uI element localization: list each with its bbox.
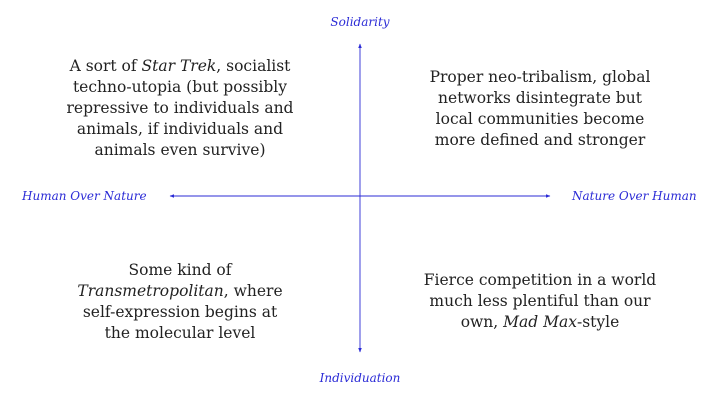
axis-label-bottom: Individuation (319, 371, 401, 385)
title-reference: Mad Max (503, 313, 577, 331)
title-reference: Transmetropolitan (77, 282, 224, 300)
quadrant-bottom-right: Fierce competition in a world much less … (420, 270, 660, 333)
quadrant-bottom-left: Some kind of Transmetropolitan, where se… (70, 260, 290, 344)
text-segment: -style (576, 313, 620, 331)
axis-label-top: Solidarity (330, 15, 390, 29)
axis-label-right: Nature Over Human (572, 189, 697, 203)
axis-label-left: Human Over Nature (22, 189, 147, 203)
text-segment: Fierce competition in a world much less … (423, 271, 657, 331)
text-segment: A sort of (69, 57, 142, 75)
title-reference: Star Trek (141, 57, 217, 75)
quadrant-top-left: A sort of Star Trek, socialist techno-ut… (60, 56, 300, 161)
text-segment: Proper neo-tribalism, global networks di… (429, 68, 651, 149)
text-segment: , socialist techno-utopia (but possibly … (66, 57, 294, 159)
text-segment: Some kind of (128, 261, 232, 279)
quadrant-top-right: Proper neo-tribalism, global networks di… (425, 67, 655, 151)
text-segment: , where self-expression begins at the mo… (82, 282, 283, 342)
